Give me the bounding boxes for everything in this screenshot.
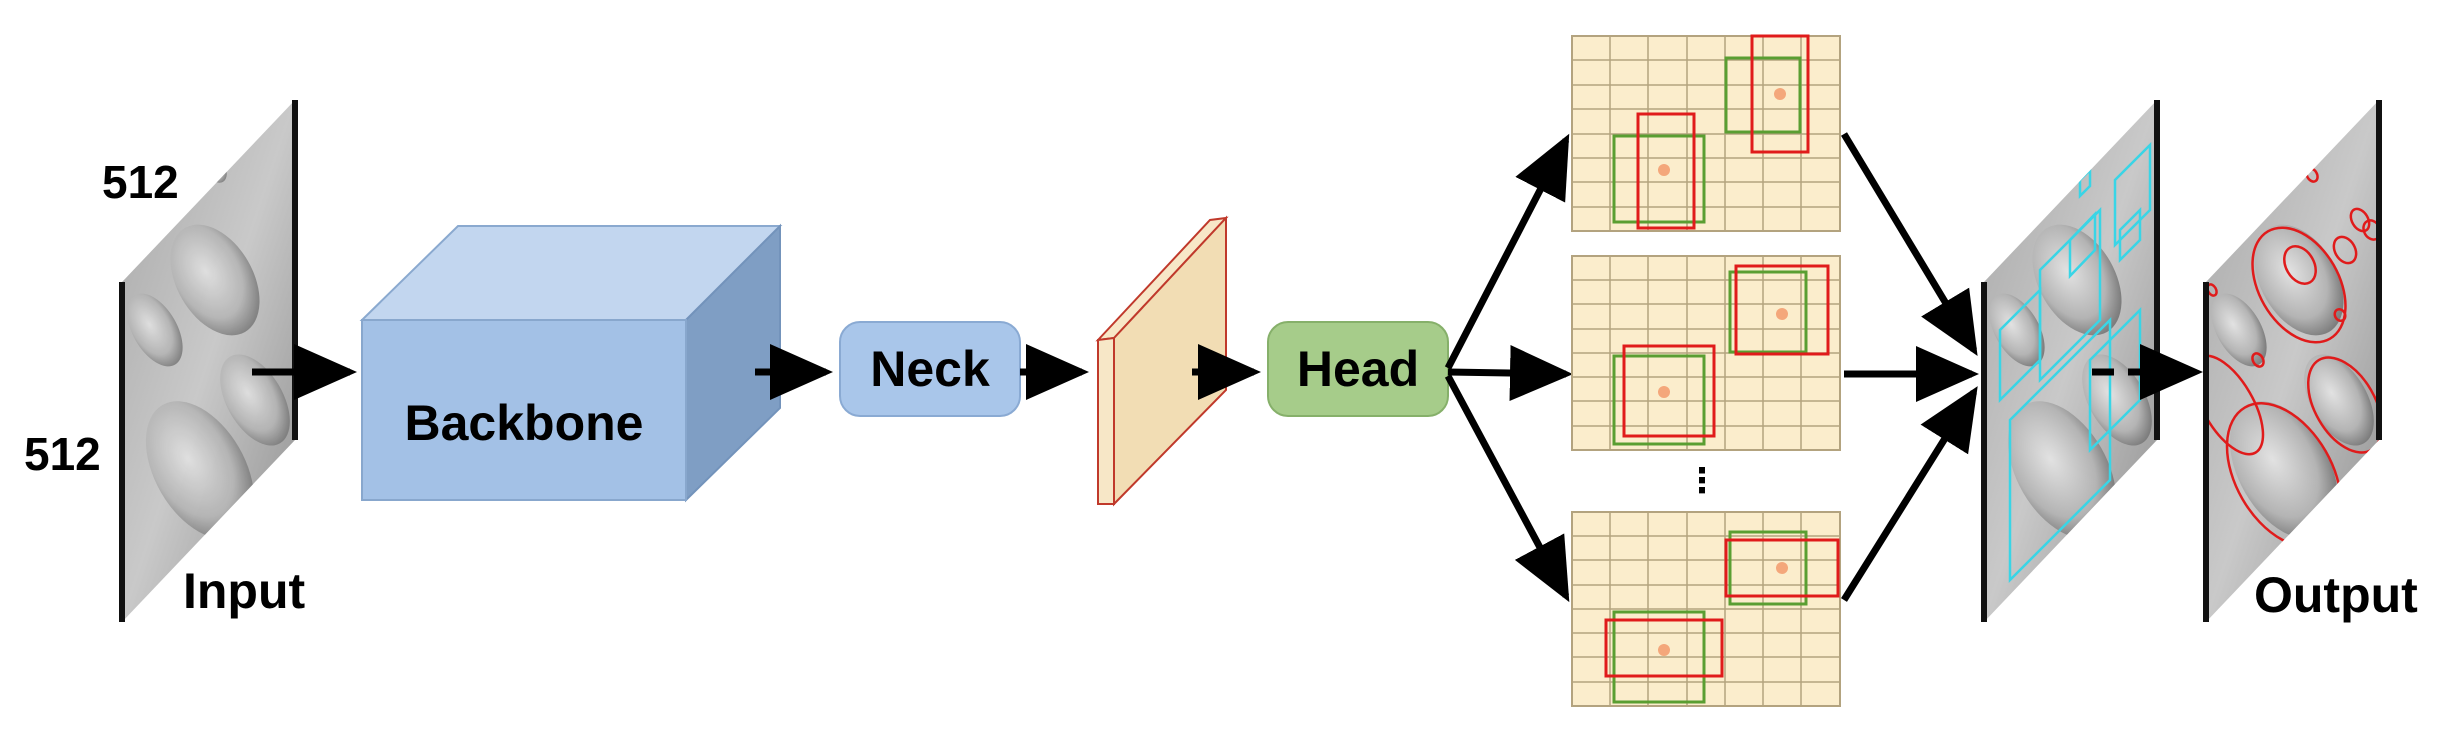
prediction-grid-middle [1571,255,1841,451]
center-dot [1658,644,1670,656]
backbone-label: Backbone [405,395,644,451]
arrow-grid-top-merge [1841,132,1978,356]
prediction-grid-top [1571,34,1841,232]
anchor-box [1612,354,1706,446]
anchor-box [1612,610,1706,704]
output-image [2203,100,2382,622]
center-dot [1658,386,1670,398]
pred-box [1724,538,1840,598]
anchor-box [1724,56,1802,134]
input-height-label: 512 [24,428,101,480]
pred-box [1622,344,1716,438]
input-label: Input [183,563,306,619]
anchor-box [1728,530,1808,606]
anchor-box [1728,270,1808,354]
output-label: Output [2254,567,2418,623]
head-label: Head [1297,341,1419,397]
ellipsis: ⋮ [1685,462,1719,500]
input-width-label: 512 [102,156,179,208]
backbone-block [359,223,783,503]
arrow-head-grid-bottom [1444,374,1570,603]
arrow-grid-bottom-merge [1841,386,1978,602]
pred-box [1636,112,1696,230]
detection-image [1981,100,2160,622]
center-dot [1658,164,1670,176]
anchor-box [1612,134,1706,224]
center-dot [1776,308,1788,320]
prediction-grid-bottom [1571,511,1841,707]
arrow-head-grid-middle [1447,345,1573,402]
feature-map [1095,215,1229,507]
pred-box [1734,264,1830,356]
arrow-head-grid-top [1444,133,1570,370]
center-dot [1776,562,1788,574]
center-dot [1774,88,1786,100]
pred-box [1604,618,1724,678]
head-block [1267,321,1449,417]
neck-label: Neck [870,341,990,397]
pred-box [1750,34,1810,154]
